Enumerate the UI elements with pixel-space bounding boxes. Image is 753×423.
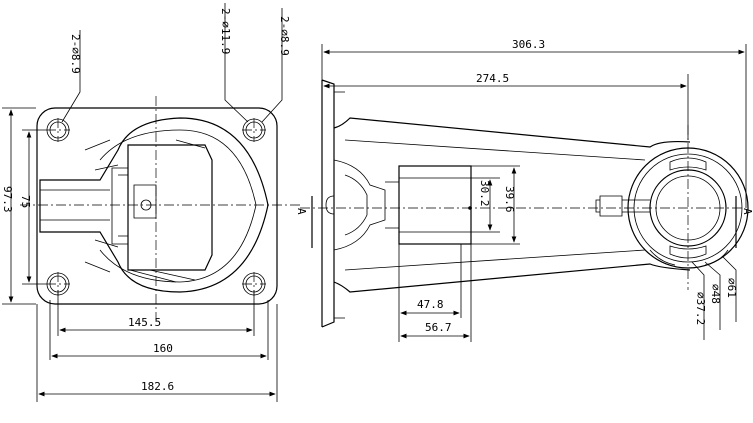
labels: 2-∅8.9 2-∅11.9 2-∅8.9 97.3 75 145.5 160 … (1, 8, 753, 393)
label-right-holes: 2-∅8.9 (278, 16, 291, 56)
label-block-outer-height: 39.6 (503, 186, 516, 213)
label-middle-holes: 2-∅11.9 (219, 8, 232, 54)
label-diam-37: ∅37.2 (694, 292, 707, 325)
flange-outline (321, 79, 335, 328)
label-width-holes: 145.5 (128, 316, 161, 329)
arm-bottom-edge (333, 263, 691, 293)
front-view-dimensions (2, 3, 283, 402)
base-plate-outline (36, 107, 278, 305)
label-diam-48: ∅48 (709, 284, 722, 304)
mounting-holes (46, 118, 266, 296)
side-screw-icon (595, 195, 623, 217)
label-block-inner-height: 30.2 (478, 180, 491, 207)
label-width-mid: 160 (153, 342, 173, 355)
label-width-total: 182.6 (141, 380, 174, 393)
clamp-block (127, 144, 213, 271)
flange-ribs (333, 159, 386, 251)
label-height-holes: 75 (19, 195, 32, 208)
label-length-total: 306.3 (512, 38, 545, 51)
label-section-a-left: A (295, 208, 308, 215)
label-section-a-right: A (741, 208, 753, 215)
label-block-inner-width: 47.8 (417, 298, 444, 311)
label-left-holes: 2-∅8.9 (69, 34, 82, 74)
label-height-outer: 97.3 (1, 186, 14, 213)
side-view (300, 79, 749, 328)
side-view-dimensions (321, 44, 747, 342)
label-block-outer-width: 56.7 (425, 321, 452, 334)
label-length-center: 274.5 (476, 72, 509, 85)
clamp-screw-plate (133, 184, 157, 219)
arm-top-edge (333, 117, 691, 148)
label-diam-61: ∅61 (725, 278, 738, 298)
front-view (20, 96, 300, 320)
